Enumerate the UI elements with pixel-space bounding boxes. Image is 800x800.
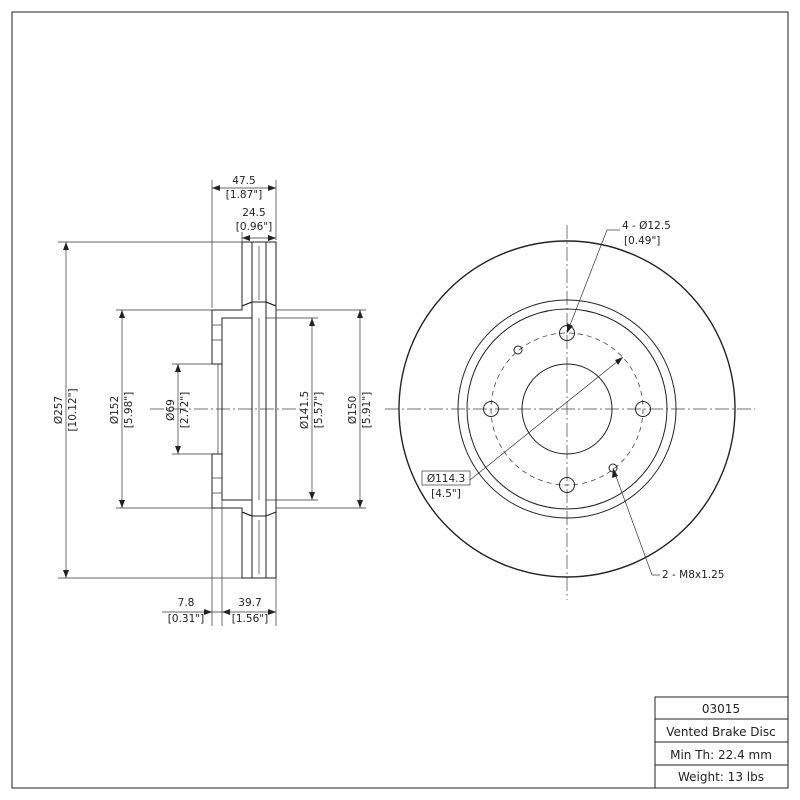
hat-diameter-value: Ø152 — [109, 396, 121, 424]
upper-hat-section — [211, 301, 253, 365]
lower-rotor-section — [241, 511, 277, 579]
hat-height-inch: [1.56"] — [232, 613, 268, 625]
side-section-view: 47.5 [1.87"] 24.5 [0.96"] Ø257 [10.12"] … — [53, 175, 373, 626]
hat-thickness-inch: [0.31"] — [168, 613, 204, 625]
front-view: 4 - Ø12.5 [0.49"] Ø114.3 [4.5"] 2 - M8x1… — [385, 220, 755, 600]
inner-diameter-value: Ø141.5 — [299, 391, 311, 429]
hat-height-value: 39.7 — [238, 597, 261, 609]
hat-outer-diameter-inch: [5.91"] — [361, 392, 373, 428]
overall-width-value: 47.5 — [232, 175, 255, 187]
rotor-width-value: 24.5 — [242, 207, 265, 219]
bolt-circle-box — [421, 470, 471, 486]
outer-diameter-value: Ø257 — [53, 396, 65, 424]
rotor-width-inch: [0.96"] — [236, 221, 272, 233]
part-description: Vented Brake Disc — [666, 725, 775, 739]
bolt-circle-leader — [469, 356, 624, 481]
upper-rotor-section — [241, 241, 277, 307]
inner-diameter-inch: [5.57"] — [313, 392, 325, 428]
bolt-holes-inch: [0.49"] — [624, 235, 660, 247]
hat-diameter-inch: [5.98"] — [123, 392, 135, 428]
bolt-hole-leader — [566, 229, 608, 334]
weight: Weight: 13 lbs — [678, 770, 764, 784]
center-bore-value: Ø69 — [165, 399, 177, 421]
bolt-circle — [490, 332, 644, 486]
min-thickness: Min Th: 22.4 mm — [670, 748, 772, 762]
hat-outer-circle — [457, 299, 677, 519]
hat-thickness-value: 7.8 — [178, 597, 195, 609]
hat-inner-circle — [466, 308, 668, 510]
title-block: 03015 Vented Brake Disc Min Th: 22.4 mm … — [654, 696, 789, 789]
bolt-hole-right — [635, 401, 651, 417]
drawing-frame — [11, 11, 789, 789]
outer-diameter-inch: [10.12"] — [67, 388, 79, 431]
bolt-hole-bottom — [559, 477, 575, 493]
bolt-circle-inch: [4.5"] — [431, 488, 461, 500]
threaded-holes-value: 2 - M8x1.25 — [662, 569, 724, 581]
threaded-hole-upper-left — [513, 345, 523, 355]
bolt-circle-value: Ø114.3 — [427, 473, 465, 485]
overall-width-inch: [1.87"] — [226, 189, 262, 201]
part-number: 03015 — [702, 702, 740, 716]
threaded-hole-leader — [612, 467, 653, 576]
rotor-outer-edge — [398, 240, 736, 578]
center-bore-circle — [521, 363, 613, 455]
lower-hat-section — [211, 453, 253, 517]
bolt-holes-value: 4 - Ø12.5 — [622, 220, 671, 232]
center-bore-inch: [2.72"] — [179, 392, 191, 428]
bolt-hole-left — [483, 401, 499, 417]
hat-outer-diameter-value: Ø150 — [347, 396, 359, 424]
